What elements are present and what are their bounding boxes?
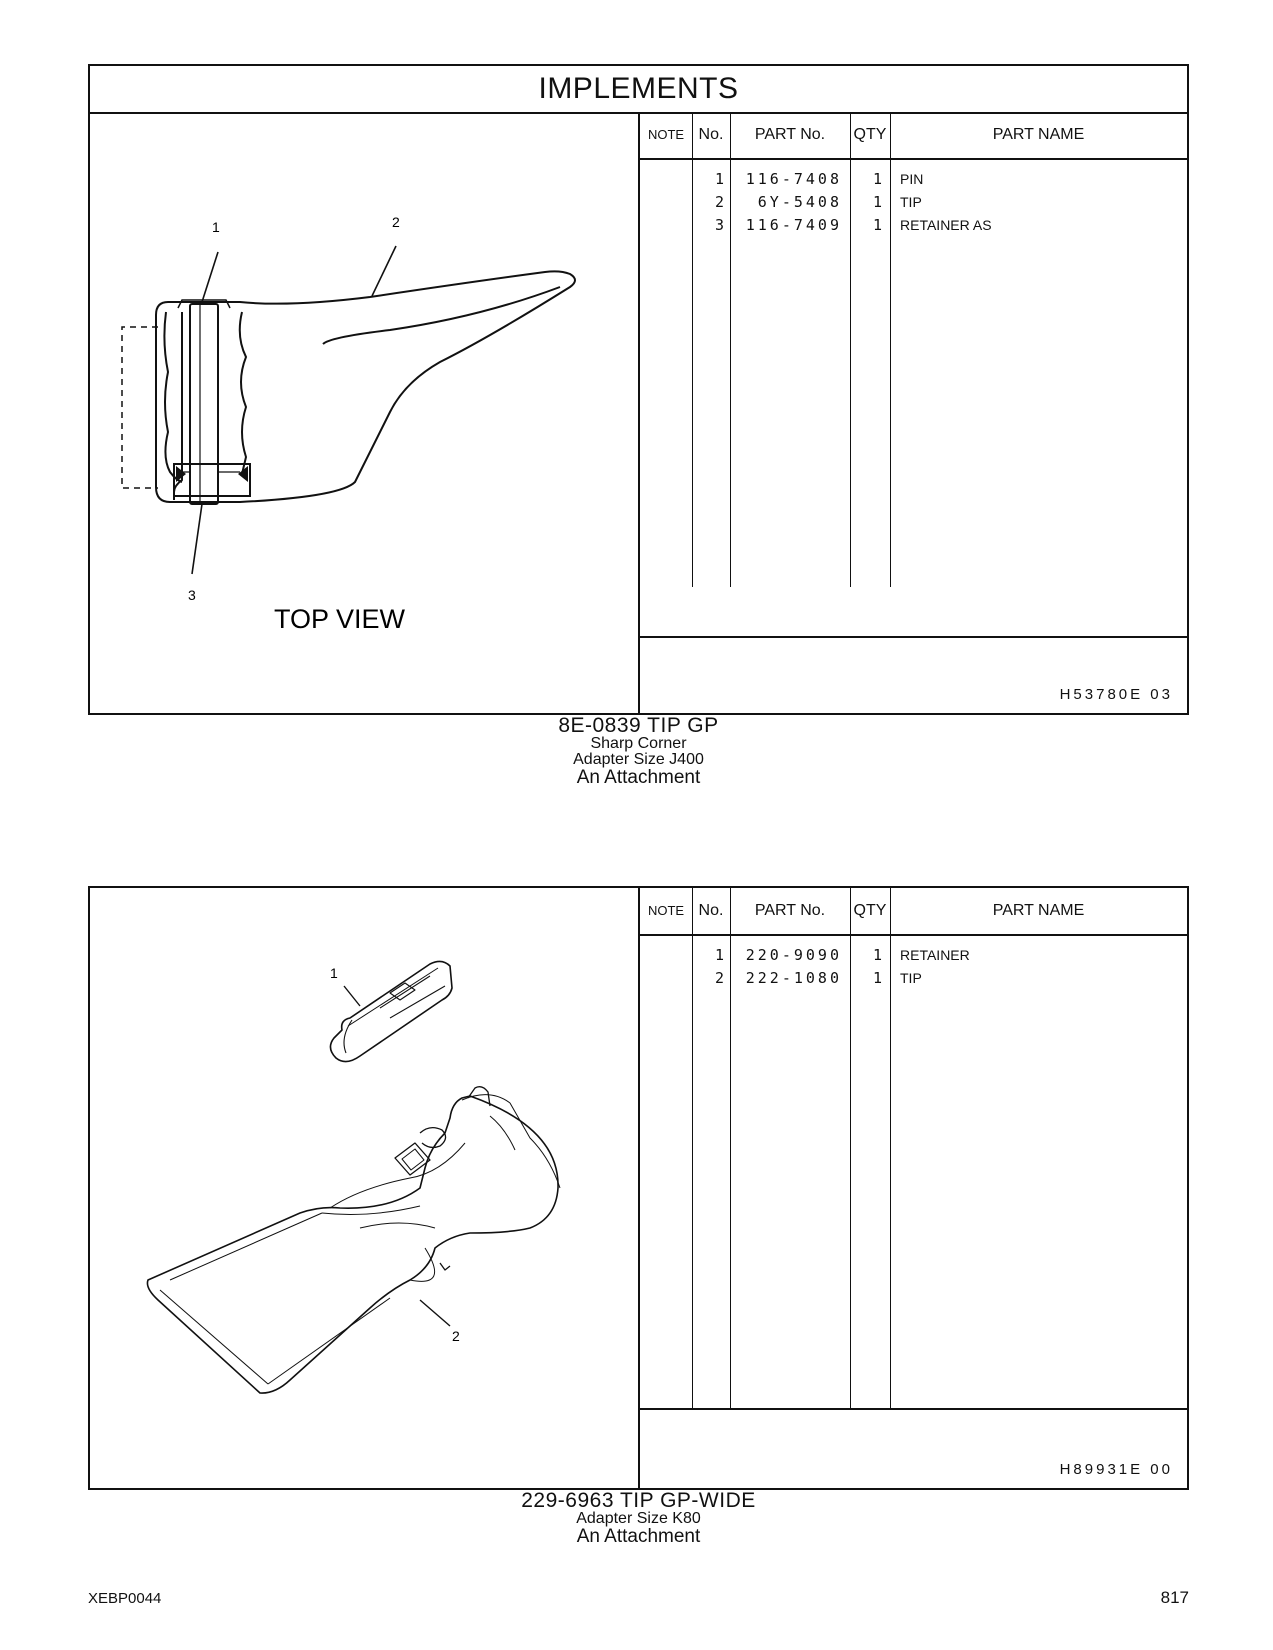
wide-tip-drawing: 1 2 [146,960,561,1394]
row-part-name: RETAINER AS [900,217,992,233]
illustration-iso-view: 1 2 [90,888,640,1488]
group-caption-2: 229-6963 TIP GP-WIDE Adapter Size K80 An… [88,1489,1189,1547]
header-note: NOTE [647,903,685,918]
row-no: 3 [714,216,724,234]
table-header: NOTE No. PART No. QTY PART NAME [640,888,1187,936]
table-row: 2 6Y-5408 1 TIP [640,191,1187,214]
header-part-no: PART No. [754,126,826,143]
illustration-ref: H89931E 00 [1059,1461,1173,1478]
caption-title: 229-6963 TIP GP-WIDE [521,1489,756,1512]
header-part-no: PART No. [754,902,826,919]
row-part-no: 6Y-5408 [757,193,842,211]
callout-3: 3 [188,587,196,603]
column-note [640,888,693,1410]
column-part-no [730,112,851,587]
header-part-name: PART NAME [992,902,1085,919]
table-footer: H89931E 00 [640,1408,1187,1488]
page-number: 817 [1160,1588,1189,1607]
header-qty: QTY [853,126,887,143]
header-no: No. [698,902,724,919]
callout-2: 2 [392,214,400,230]
parts-table-1: NOTE No. PART No. QTY PART NAME 1 116-74… [640,112,1187,587]
group-caption-1: 8E-0839 TIP GP Sharp Corner Adapter Size… [88,714,1189,788]
row-part-no: 116-7408 [745,170,842,188]
caption-line: An Attachment [576,767,701,788]
document-code: XEBP0044 [88,1590,162,1607]
header-note: NOTE [647,127,685,142]
caption-line: Adapter Size J400 [573,751,704,768]
caption-line: Sharp Corner [590,735,687,752]
column-no [692,112,731,587]
row-part-name: TIP [900,194,922,210]
row-part-name: PIN [900,171,924,187]
parts-frame-1: IMPLEMENTS [88,64,1189,715]
column-note [640,112,693,587]
table-rows: 1 116-7408 1 PIN 2 6Y-5408 1 TIP 3 116-7… [640,168,1187,237]
table-row: 1 116-7408 1 PIN [640,168,1187,191]
callout-2: 2 [452,1328,460,1344]
caption-title: 8E-0839 TIP GP [558,714,719,737]
column-no [692,888,731,1410]
header-part-name: PART NAME [992,126,1085,143]
callout-1: 1 [330,965,338,981]
table-header: NOTE No. PART No. QTY PART NAME [640,112,1187,160]
row-part-name: RETAINER [900,947,970,963]
caption-line: An Attachment [576,1526,701,1547]
row-no: 2 [714,193,724,211]
row-no: 1 [714,170,724,188]
row-part-no: 116-7409 [745,216,842,234]
table-rows: 1 220-9090 1 RETAINER 2 222-1080 1 TIP [640,944,1187,990]
caption-line: Adapter Size K80 [576,1510,701,1527]
parts-frame-2: 1 2 NOTE No. PART No. QTY PART NAME 1 22… [88,886,1189,1490]
column-part-no [730,888,851,1410]
section-title: IMPLEMENTS [90,66,1187,114]
callout-1: 1 [212,219,220,235]
illustration-top-view: 1 2 3 TOP VIEW [90,112,640,713]
illustration-ref: H53780E 03 [1059,686,1173,703]
row-part-no: 220-9090 [745,946,842,964]
parts-table-2: NOTE No. PART No. QTY PART NAME 1 220-90… [640,888,1187,1410]
header-qty: QTY [853,902,887,919]
table-footer: H53780E 03 [640,636,1187,713]
row-qty: 1 [872,170,882,188]
table-row: 2 222-1080 1 TIP [640,967,1187,990]
row-part-name: TIP [900,970,922,986]
row-qty: 1 [872,216,882,234]
row-qty: 1 [872,969,882,987]
row-qty: 1 [872,946,882,964]
table-row: 1 220-9090 1 RETAINER [640,944,1187,967]
header-no: No. [698,126,724,143]
row-part-no: 222-1080 [745,969,842,987]
column-qty [850,112,891,587]
column-qty [850,888,891,1410]
row-no: 2 [714,969,724,987]
tip-top-view-drawing: 1 2 3 TOP VIEW [121,214,576,634]
row-no: 1 [714,946,724,964]
table-row: 3 116-7409 1 RETAINER AS [640,214,1187,237]
row-qty: 1 [872,193,882,211]
view-label: TOP VIEW [274,604,406,634]
